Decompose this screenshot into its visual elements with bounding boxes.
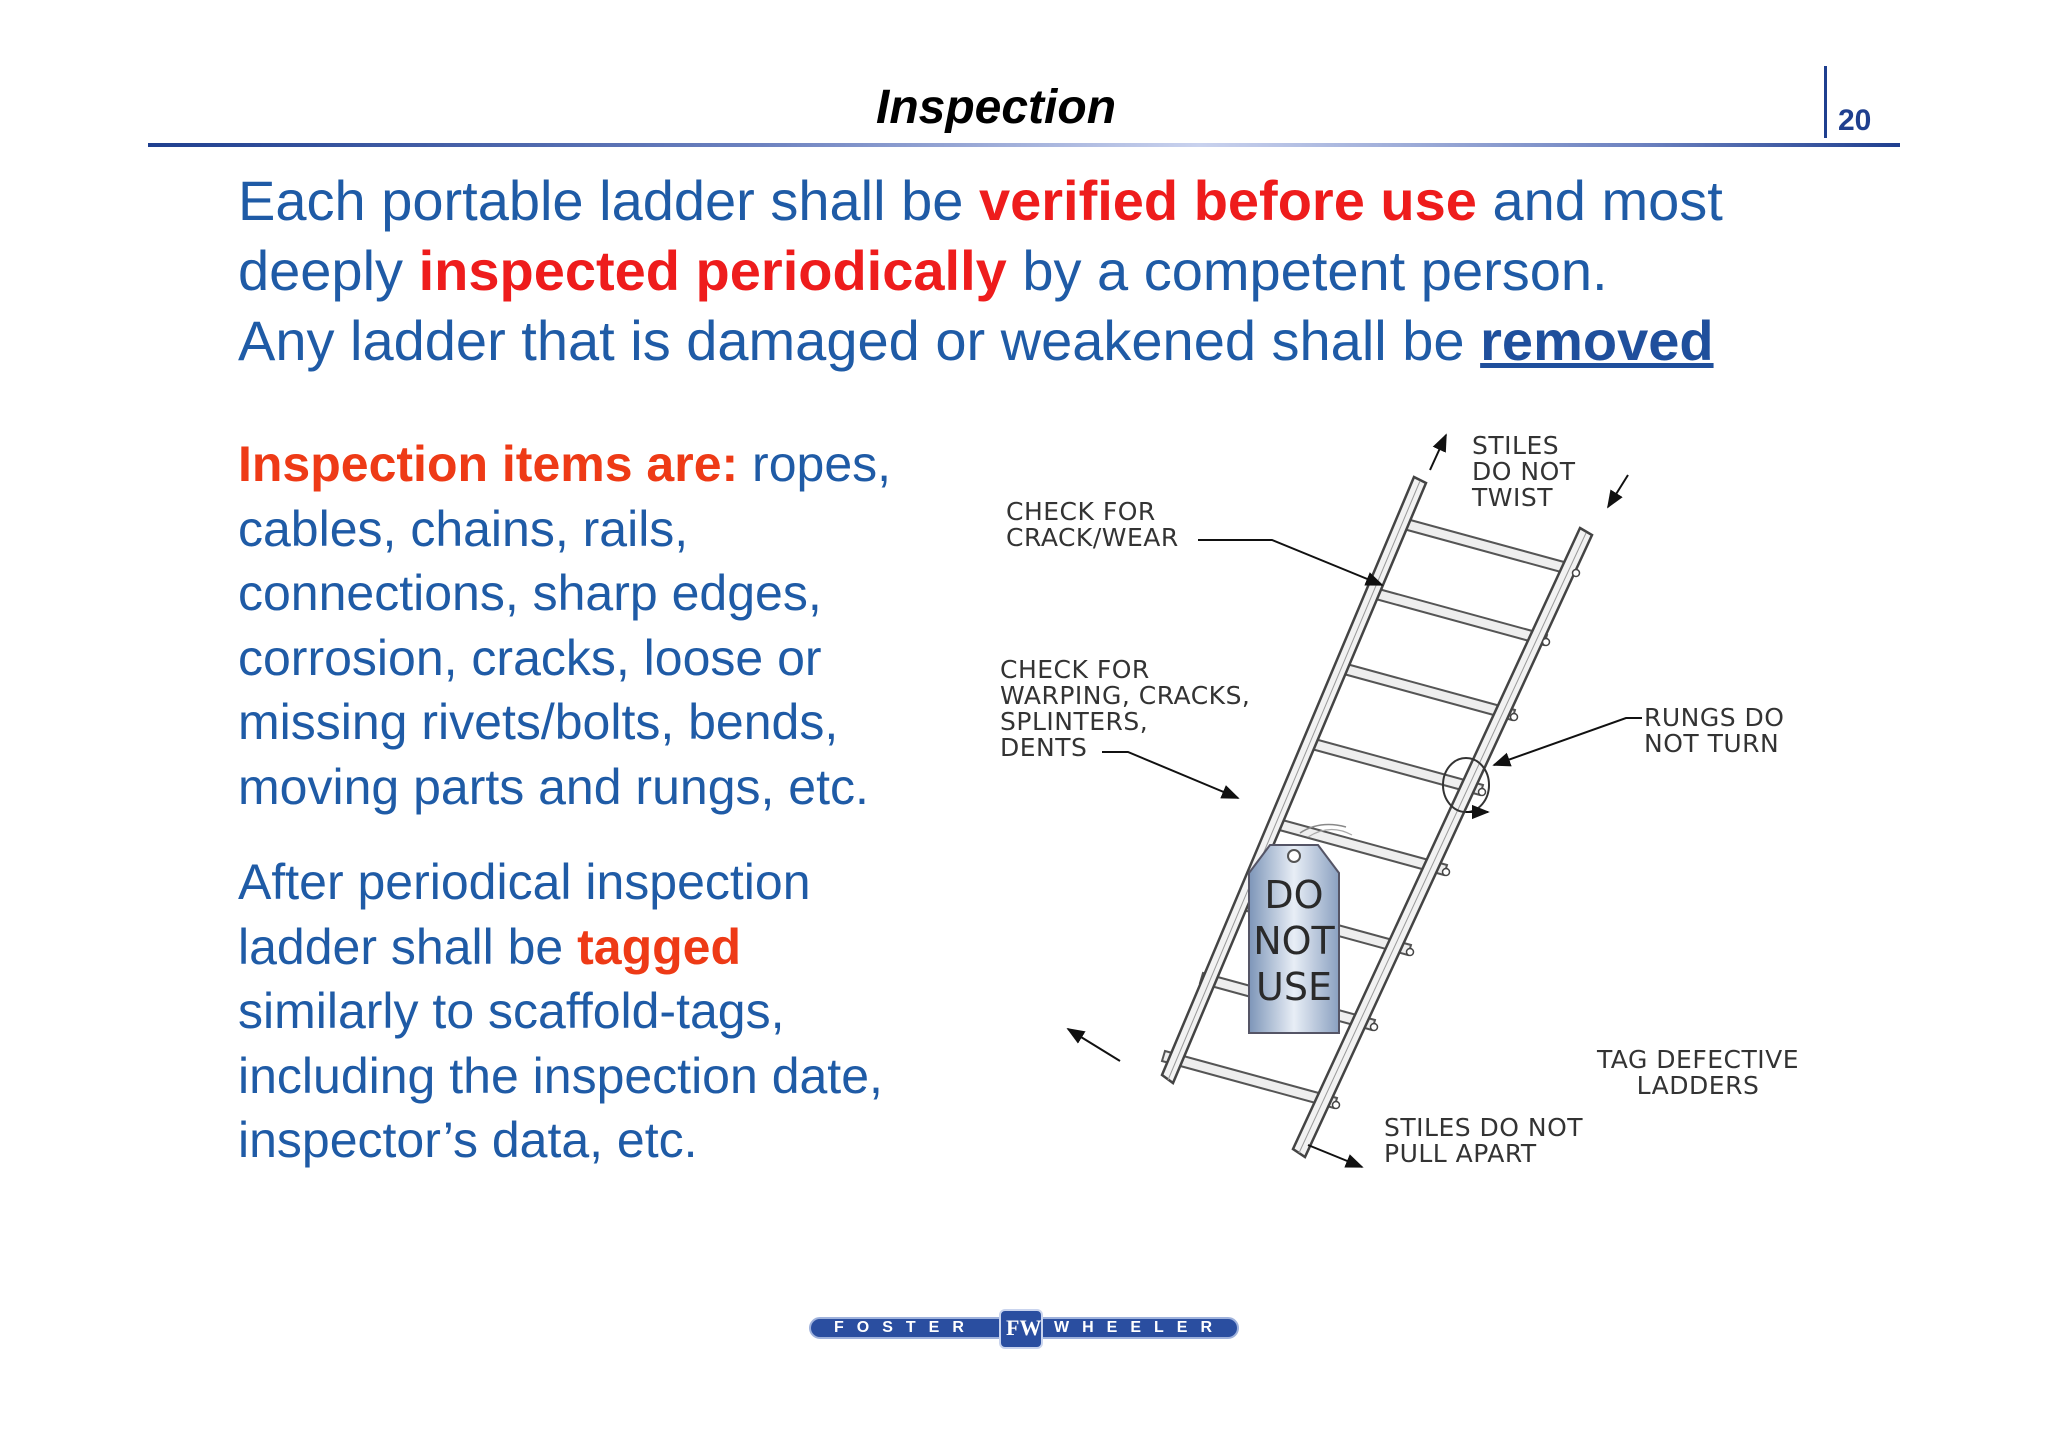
logo-word-foster: FOSTER (834, 1319, 977, 1336)
emphasis-removed: removed (1480, 309, 1714, 372)
items-line-5: missing rivets/bolts, bends, (238, 694, 839, 750)
label-check-crack-wear: CHECK FOR CRACK/WEAR (1006, 497, 1179, 552)
stile-rivets (1331, 568, 1581, 1110)
intro-text: and most (1476, 169, 1723, 232)
intro-text: Each portable ladder shall be (238, 169, 979, 232)
emphasis-inspected-periodically: inspected periodically (418, 239, 1007, 302)
tag-word-do: DO (1264, 873, 1324, 917)
tag-line-1: After periodical inspection (238, 854, 811, 910)
tag-line-3: similarly to scaffold-tags, (238, 983, 785, 1039)
stile-edge (1298, 532, 1587, 1154)
intro-text: Any ladder that is damaged or weakened s… (238, 309, 1481, 372)
items-line-6: moving parts and rungs, etc. (238, 758, 869, 815)
tagging-paragraph: After periodical inspection ladder shall… (238, 850, 958, 1173)
tag-word-use: USE (1256, 965, 1332, 1009)
label-tag-defective-ladders: TAG DEFECTIVE LADDERS (1596, 1045, 1800, 1100)
emphasis-verified-before-use: verified before use (978, 169, 1477, 232)
label-check-warping: CHECK FOR WARPING, CRACKS, SPLINTERS, DE… (1000, 655, 1251, 762)
items-line-3: connections, sharp edges, (238, 565, 822, 621)
logo-emblem: FW (1006, 1315, 1042, 1340)
ladder-illustration (1066, 433, 1642, 1168)
items-line-1: Inspection items are: ropes, (238, 432, 958, 497)
logo-word-wheeler: WHEELER (1054, 1319, 1225, 1336)
label-stiles-do-not-pull-apart: STILES DO NOT PULL APART (1384, 1113, 1584, 1168)
rung (1306, 736, 1485, 797)
tag-line-2: ladder shall be tagged (238, 915, 958, 980)
inspection-items-lead: Inspection items are: (238, 436, 739, 492)
emphasis-tagged: tagged (577, 918, 742, 975)
inspection-items-paragraph: Inspection items are: ropes, cables, cha… (238, 432, 958, 819)
slide-title: Inspection (875, 81, 1117, 134)
rung (1338, 661, 1517, 722)
intro-line-1: Each portable ladder shall be verified b… (238, 166, 1838, 236)
page-number: 20 (1838, 104, 1872, 137)
label-stiles-do-not-twist: STILES DO NOT TWIST (1472, 431, 1576, 512)
items-line-2: cables, chains, rails, (238, 500, 689, 557)
intro-line-2: deeply inspected periodically by a compe… (238, 236, 1838, 306)
rung (1370, 586, 1549, 647)
intro-text: by a competent person. (1006, 239, 1608, 302)
foster-wheeler-logo: FOSTER WHEELER FW (808, 1307, 1240, 1351)
rung (1160, 1049, 1339, 1110)
ladder-inspection-figure: STILES DO NOT TWIST CHECK FOR CRACK/WEAR… (990, 425, 1840, 1185)
page-number-divider (1824, 66, 1827, 138)
header-rule (148, 143, 1900, 147)
tag-line-5: inspector’s data, etc. (238, 1112, 698, 1168)
tag-word-not: NOT (1253, 919, 1335, 963)
do-not-use-tag (1248, 823, 1353, 1034)
items-text: ropes, (738, 436, 892, 492)
items-line-4: corrosion, cracks, loose or (238, 629, 822, 686)
tag-text: ladder shall be (238, 918, 578, 975)
tag-line-4: including the inspection date, (238, 1047, 883, 1104)
intro-line-3: Any ladder that is damaged or weakened s… (238, 306, 1838, 376)
label-rungs-do-not-turn: RUNGS DO NOT TURN (1644, 703, 1785, 758)
intro-paragraph: Each portable ladder shall be verified b… (238, 166, 1838, 376)
rung (1398, 516, 1577, 577)
leader-lines (1066, 433, 1642, 1168)
intro-text: deeply (238, 239, 419, 302)
